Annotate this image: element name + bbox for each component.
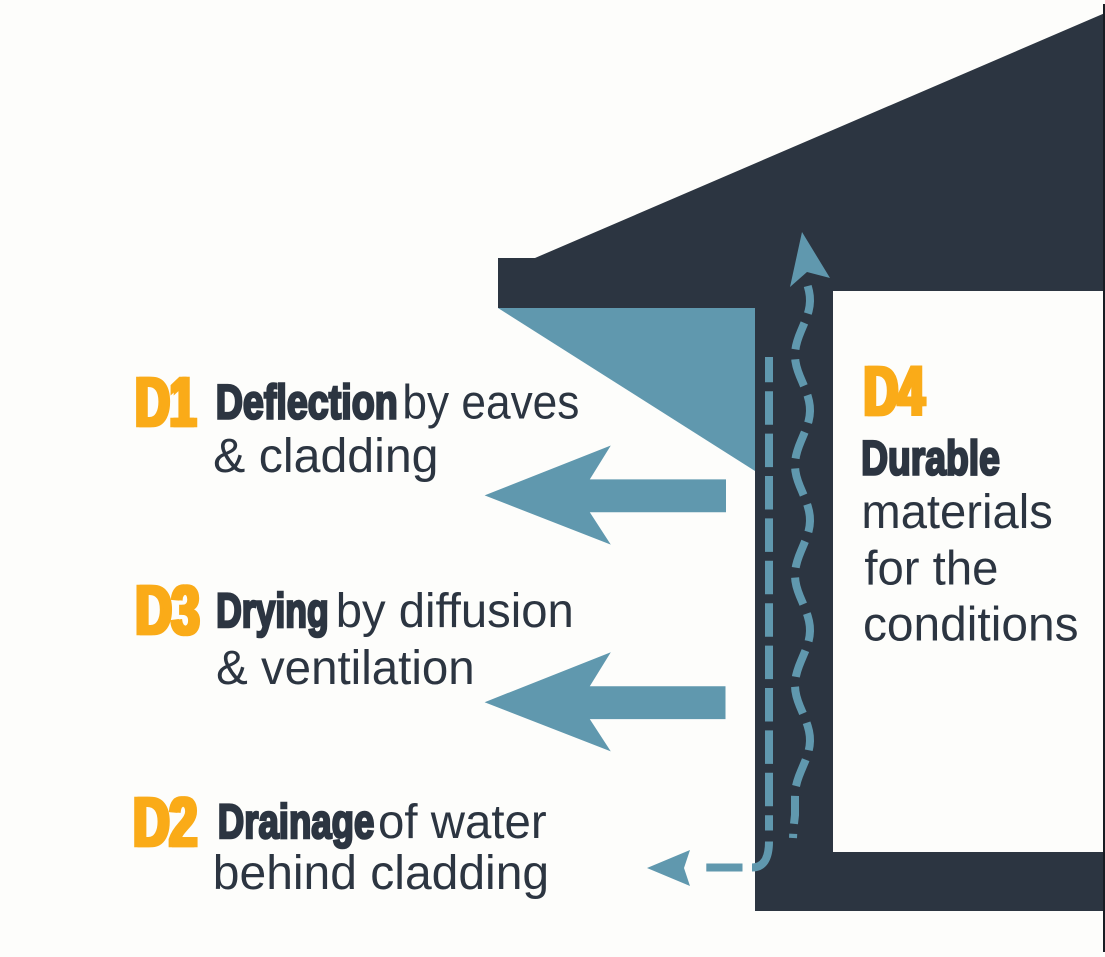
svg-text:D3: D3 xyxy=(137,571,201,649)
svg-text:D1: D1 xyxy=(134,363,195,441)
svg-text:Deflection: Deflection xyxy=(216,377,398,430)
svg-text:& cladding: & cladding xyxy=(213,430,438,483)
svg-text:behind cladding: behind cladding xyxy=(213,847,549,900)
svg-text:by eaves: by eaves xyxy=(402,377,579,430)
svg-text:D2: D2 xyxy=(132,783,196,861)
svg-text:& ventilation: & ventilation xyxy=(216,642,475,695)
svg-text:D4: D4 xyxy=(865,352,926,430)
svg-text:Drainage: Drainage xyxy=(218,796,374,849)
svg-text:of water: of water xyxy=(378,796,547,849)
svg-text:D4: D4 xyxy=(862,352,923,430)
svg-text:D1: D1 xyxy=(137,363,198,441)
svg-text:D2: D2 xyxy=(135,783,199,861)
svg-text:Drying: Drying xyxy=(216,585,329,638)
svg-text:Durable: Durable xyxy=(861,433,1000,486)
svg-text:by diffusion: by diffusion xyxy=(336,585,574,638)
svg-text:for the: for the xyxy=(864,543,998,596)
svg-text:D3: D3 xyxy=(134,571,198,649)
svg-text:conditions: conditions xyxy=(863,599,1079,652)
svg-text:materials: materials xyxy=(861,486,1052,539)
